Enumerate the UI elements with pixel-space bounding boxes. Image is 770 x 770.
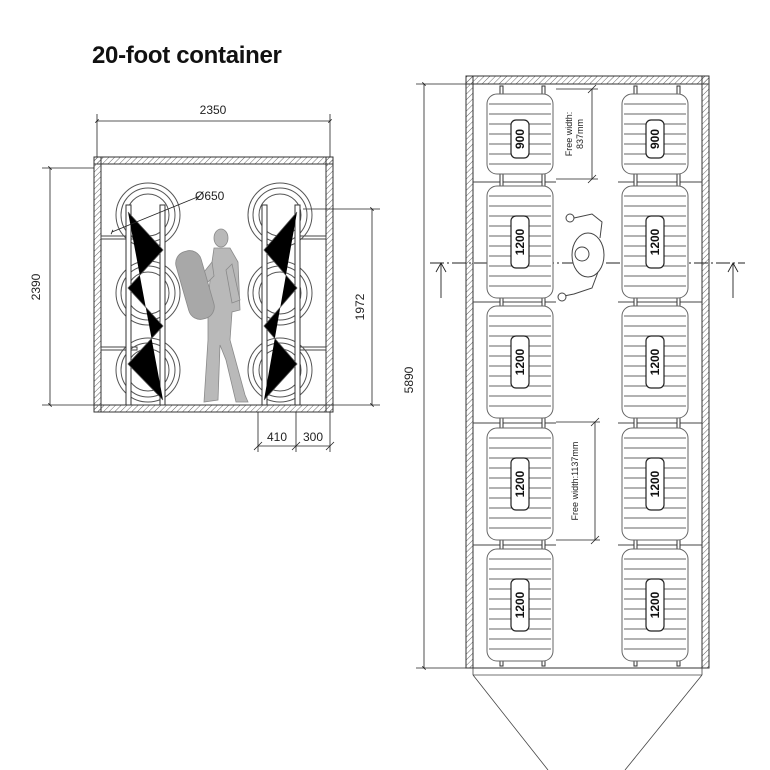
- right-stack-1-label: 900: [648, 129, 662, 149]
- width-label: 2350: [200, 103, 227, 117]
- left-stack-5-label: 1200: [513, 591, 527, 618]
- right-stack-3-label: 1200: [648, 348, 662, 375]
- plan-walls: [465, 75, 710, 669]
- cross-section: 2350 2390 1972 410 300: [29, 103, 380, 452]
- length-dimension: [416, 82, 466, 670]
- rack-depth-dimension: [253, 412, 335, 452]
- diameter-line: [110, 195, 201, 235]
- left-stack-4-label: 1200: [513, 470, 527, 497]
- plan-view: 5890: [402, 75, 745, 770]
- rack-posts: [125, 204, 301, 406]
- page-title: 20-foot container: [92, 42, 282, 69]
- rack-height-label: 1972: [353, 293, 367, 320]
- aisle-label: 300: [303, 430, 323, 444]
- length-label: 5890: [402, 366, 416, 393]
- person-top-view: [557, 213, 605, 302]
- free-width-bottom-label: Free width:1137mm: [570, 442, 580, 521]
- door-swing: [472, 668, 703, 770]
- right-stack-4-label: 1200: [648, 470, 662, 497]
- tyre-diameter-label: Ø650: [195, 189, 225, 203]
- person-figure: [175, 228, 249, 403]
- right-stack-5-label: 1200: [648, 591, 662, 618]
- left-stack-1-label: 900: [513, 129, 527, 149]
- left-stack-2-label: 1200: [513, 228, 527, 255]
- height-dimension: [42, 166, 94, 407]
- left-stack-3-label: 1200: [513, 348, 527, 375]
- free-width-top-label-2: 837mm: [575, 119, 585, 149]
- free-width-bottom-dimension: [556, 417, 600, 545]
- right-stack-2-label: 1200: [648, 228, 662, 255]
- rack-depth-label: 410: [267, 430, 287, 444]
- free-width-top-label-1: Free width:: [564, 112, 574, 157]
- width-dimension: [95, 114, 332, 157]
- rack-braces: [127, 211, 298, 401]
- container-walls: [93, 156, 334, 413]
- height-label: 2390: [29, 273, 43, 300]
- rack-height-dimension: [303, 207, 380, 407]
- free-width-top-dimension: [556, 84, 598, 184]
- tyre-stacks-left: [486, 93, 554, 662]
- stack-labels: 900 1200 1200 1200 1200 900 1200 1200 12…: [513, 129, 662, 619]
- stack-badges: [510, 119, 665, 632]
